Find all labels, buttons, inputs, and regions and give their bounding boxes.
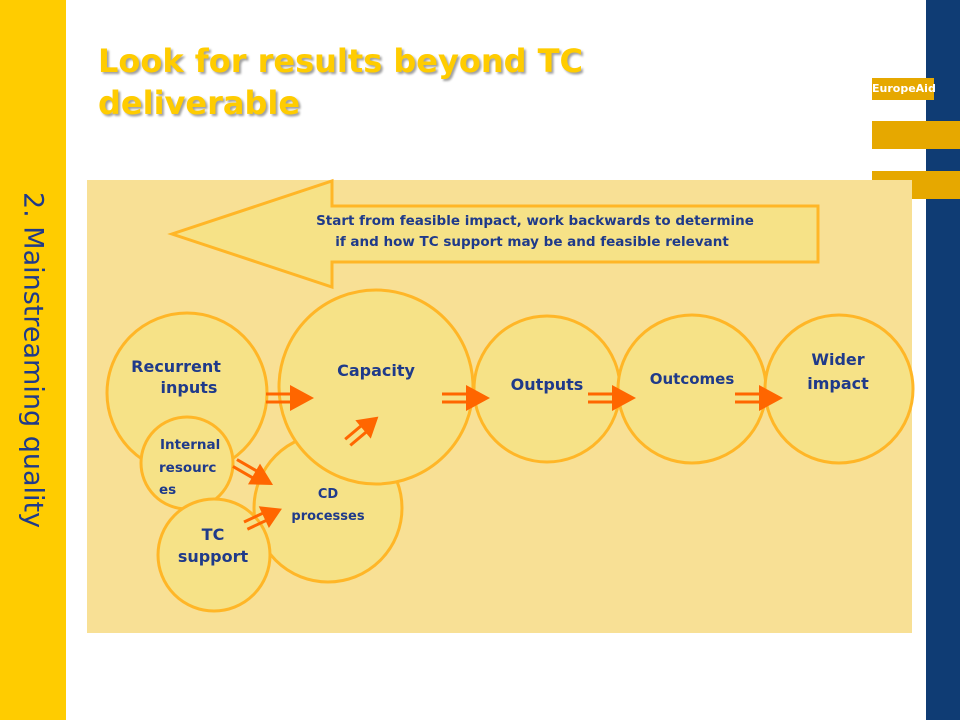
label-wider-impact-line1: Wider [811, 350, 864, 369]
arrow-cd-to-capacity [344, 416, 379, 447]
label-recurrent-inputs-line1: Recurrent [131, 357, 221, 376]
gold-bar-top [872, 121, 960, 149]
arrow-note-line1: Start from feasible impact, work backwar… [316, 213, 754, 229]
backwards-arrow-shape [167, 178, 820, 290]
label-outputs: Outputs [511, 375, 584, 394]
arrow-recurrent-to-capacity [266, 385, 314, 411]
arrow-note-line2: if and how TC support may be and feasibl… [335, 234, 729, 250]
right-navy-band [926, 0, 960, 720]
arrow-tc-to-cd [243, 506, 282, 531]
label-capacity: Capacity [337, 361, 415, 380]
label-internal-resources-line3: es [159, 482, 176, 498]
label-cd-processes-line2: processes [291, 509, 364, 524]
slide-title-line2: deliverable [98, 84, 301, 122]
label-wider-impact-line2: impact [807, 374, 869, 393]
arrow-outcomes-to-impact [735, 385, 783, 411]
brand-label: EuropeAid [872, 78, 936, 100]
left-accent-band [0, 0, 66, 720]
slide-title: Look for results beyond TC deliverable [98, 40, 798, 124]
arrow-internal-to-cd [232, 458, 274, 485]
arrow-capacity-to-outputs [442, 385, 490, 411]
node-tc-support [156, 497, 272, 613]
label-internal-resources-line2: resourc [159, 460, 216, 476]
label-outcomes: Outcomes [650, 370, 735, 388]
label-tc-support-line2: support [178, 547, 249, 566]
label-recurrent-inputs-line2: inputs [161, 378, 218, 397]
label-tc-support-line1: TC [202, 525, 225, 544]
slide-title-line1: Look for results beyond TC [98, 42, 583, 80]
arrow-outputs-to-outcomes [588, 385, 636, 411]
node-capacity [277, 288, 475, 486]
label-internal-resources-line1: Internal [160, 437, 220, 453]
node-outcomes [616, 313, 768, 465]
label-cd-processes-line1: CD [318, 487, 339, 502]
